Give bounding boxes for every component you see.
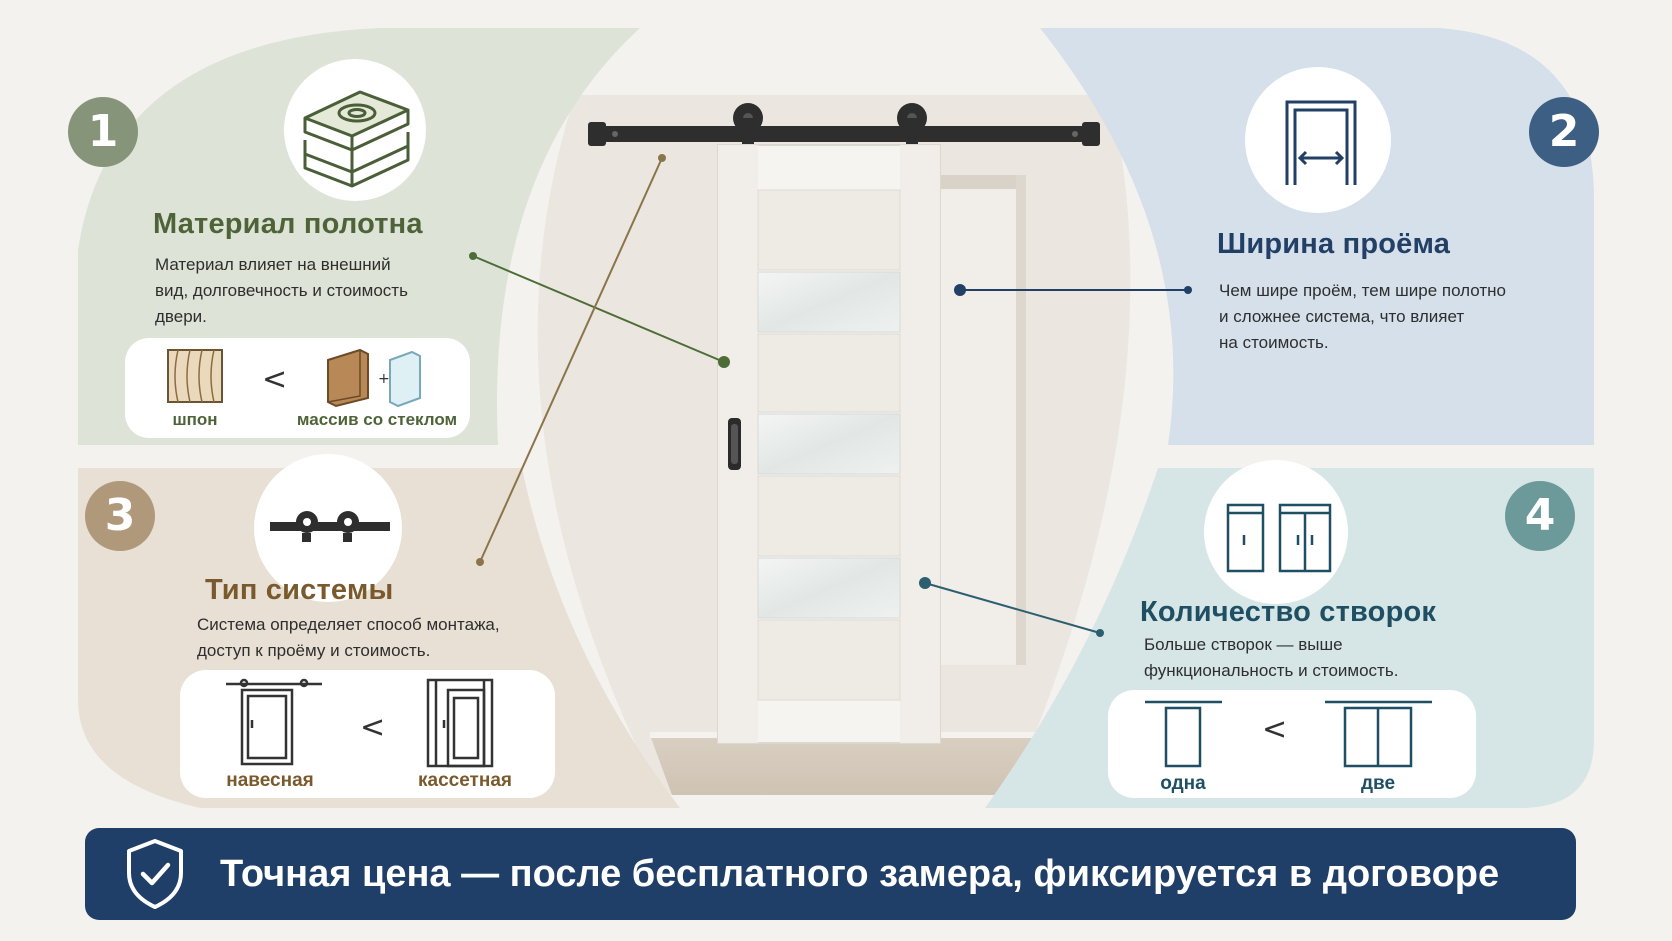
sliding-rail [588,103,1100,180]
system-description: Система определяет способ монтажа, досту… [197,612,500,664]
material-option-veneer: шпон [172,410,218,429]
width-description: Чем шире проём, тем шире полотно и сложн… [1219,278,1506,356]
material-description-line: вид, долговечность и стоимость [155,281,408,300]
width-title: Ширина проёма [1217,228,1451,260]
material-description-line: двери. [155,307,207,326]
double-leaf-icon [1325,700,1432,768]
wood-layers-icon [303,90,410,188]
panel-system-bg [78,454,680,808]
material-title: Материал полотна [153,208,423,240]
section-number-leaves: 4 [1505,481,1575,551]
leaves-description-line: Больше створок — выше [1144,635,1343,654]
section-number-system: 3 [85,481,155,551]
material-option-solid-glass: массив со стеклом [296,410,458,429]
panel-material-bg: + [78,28,640,445]
door-leaf [717,144,941,744]
leaves-description: Больше створок — выше функциональность и… [1144,632,1398,684]
shield-check-icon [127,839,183,909]
floor [650,735,1040,795]
door-scene [537,95,1131,795]
width-description-line: Чем шире проём, тем шире полотно [1219,281,1506,300]
section-number-material: 1 [68,97,138,167]
system-option-hanging: навесная [226,770,314,791]
leaves-option-one: одна [1160,773,1206,794]
hanging-door-icon [226,678,322,766]
svg-text:+: + [378,371,390,387]
system-description-line: Система определяет способ монтажа, [197,615,500,634]
system-compare-sign: < [360,710,386,745]
banner-text: Точная цена — после бесплатного замера, … [220,853,1500,895]
pointer-lines [469,154,1192,637]
single-leaf-icon [1145,700,1222,768]
wardrobe-doors-icon [1226,503,1332,573]
system-option-cassette: кассетная [418,770,512,791]
door-opening-width-icon [1285,100,1357,185]
width-description-line: и сложнее система, что влияет [1219,307,1465,326]
leaves-option-two: две [1360,773,1396,794]
panel-leaves-bg [985,460,1594,808]
section-number-width: 2 [1529,97,1599,167]
panel-width-bg [1040,28,1594,445]
material-description-line: Материал влияет на внешний [155,255,391,274]
leaves-description-line: функциональность и стоимость. [1144,661,1399,680]
leaves-compare-sign: < [1262,712,1288,747]
price-banner: Точная цена — после бесплатного замера, … [85,828,1576,920]
leaves-title: Количество створок [1140,596,1437,628]
material-compare-sign: < [262,362,288,397]
sliding-rail-icon [270,511,390,542]
material-description: Материал влияет на внешний вид, долговеч… [155,252,408,330]
system-description-line: доступ к проёму и стоимость. [197,641,431,660]
solid-wood-glass-icon: + [327,348,421,408]
system-title: Тип системы [205,574,394,606]
veneer-icon [167,349,223,403]
width-description-line: на стоимость. [1219,333,1329,352]
cassette-door-icon [426,678,494,768]
